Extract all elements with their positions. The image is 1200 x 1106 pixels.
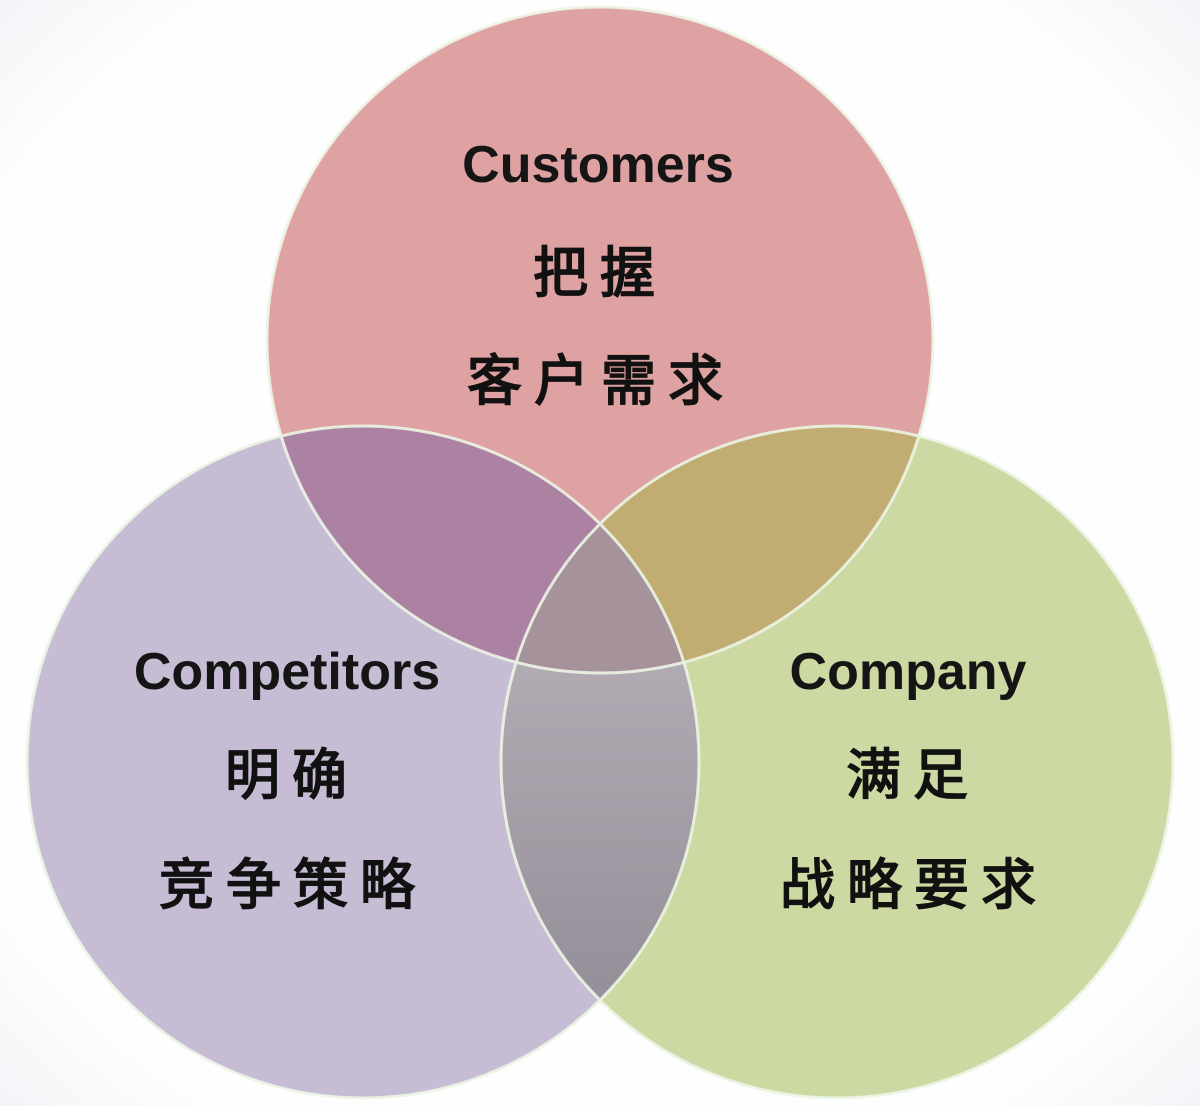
company-subtext-line2: 战略要求 [779, 855, 1049, 916]
customers-company-overlap [501, 426, 933, 673]
competitors-label: Competitors [133, 643, 441, 701]
competitors-circle-rim [25, 424, 701, 1100]
customers-subtext-line2: 客户需求 [466, 351, 736, 412]
company-subtext-line1: 满足 [845, 745, 981, 806]
customers-label: Customers [462, 136, 734, 194]
customers-competitors-overlap [267, 426, 699, 673]
company-circle-rim [499, 424, 1175, 1100]
competitors-subtext-line2: 竞争策略 [158, 855, 428, 916]
customers-subtext-line1: 把握 [532, 243, 668, 304]
company-label: Company [789, 643, 1027, 701]
competitors-subtext-line1: 明确 [224, 745, 360, 806]
customers-circle-rim [265, 5, 935, 675]
